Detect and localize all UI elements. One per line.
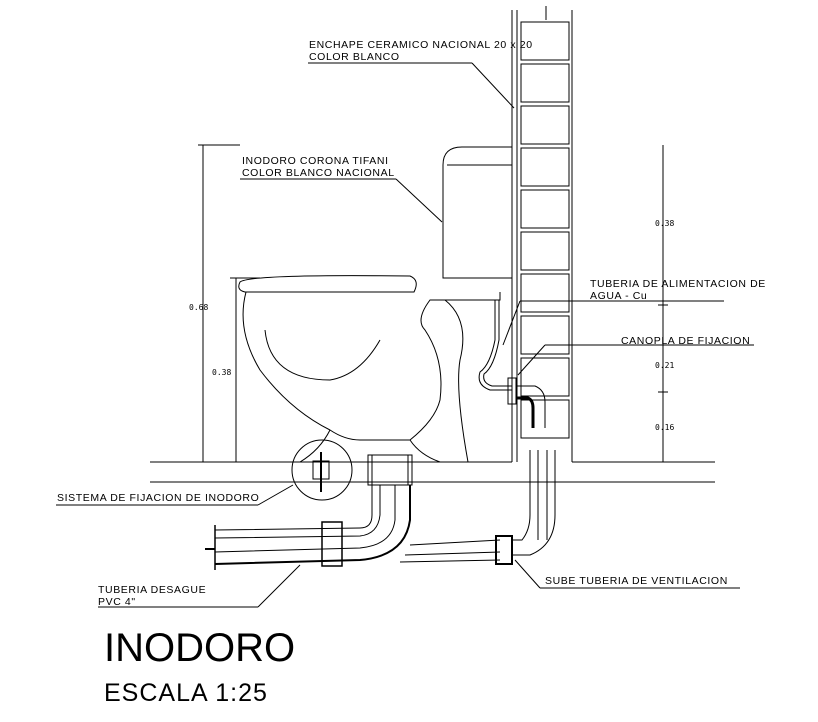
label-tuberia-agua-line1: TUBERIA DE ALIMENTACION DE bbox=[590, 278, 766, 290]
ceramic-tile bbox=[520, 189, 570, 229]
label-desague-line2: PVC 4" bbox=[98, 596, 136, 608]
label-inodoro-line1: INODORO CORONA TIFANI bbox=[242, 155, 389, 167]
dim-right-top: 0.38 bbox=[655, 219, 675, 228]
label-desague-line1: TUBERIA DESAGUE bbox=[98, 584, 207, 596]
drain-pipe bbox=[205, 450, 556, 570]
ceramic-tile bbox=[520, 231, 570, 271]
label-ventilacion: SUBE TUBERIA DE VENTILACION bbox=[545, 575, 728, 587]
ceramic-tile bbox=[520, 21, 570, 61]
label-sistema-fijacion: SISTEMA DE FIJACION DE INODORO bbox=[57, 492, 260, 504]
drawing-scale: ESCALA 1:25 bbox=[104, 679, 268, 707]
dim-left-bowl: 0.38 bbox=[212, 368, 232, 377]
ceramic-tile bbox=[520, 315, 570, 355]
ceramic-tile bbox=[520, 63, 570, 103]
dim-right-bottom: 0.16 bbox=[655, 423, 675, 432]
tiled-wall bbox=[511, 6, 573, 462]
fixing-system-detail bbox=[291, 439, 353, 501]
toilet bbox=[238, 146, 546, 463]
dim-right-mid: 0.21 bbox=[655, 361, 675, 370]
ceramic-tile bbox=[520, 147, 570, 187]
label-canopla: CANOPLA DE FIJACION bbox=[621, 335, 751, 347]
drawing-title: INODORO bbox=[104, 626, 296, 670]
label-enchape-line1: ENCHAPE CERAMICO NACIONAL 20 x 20 bbox=[309, 39, 533, 51]
leader-lines bbox=[56, 62, 754, 608]
label-enchape-line2: COLOR BLANCO bbox=[309, 51, 400, 63]
label-inodoro-line2: COLOR BLANCO NACIONAL bbox=[242, 167, 395, 179]
ceramic-tile bbox=[520, 357, 570, 397]
dimension-lines bbox=[198, 144, 668, 462]
floor-lines bbox=[150, 461, 715, 483]
dim-left-total: 0.68 bbox=[189, 303, 209, 312]
ceramic-tile bbox=[520, 105, 570, 145]
label-tuberia-agua-line2: AGUA - Cu bbox=[590, 290, 648, 302]
ceramic-tile bbox=[520, 273, 570, 313]
